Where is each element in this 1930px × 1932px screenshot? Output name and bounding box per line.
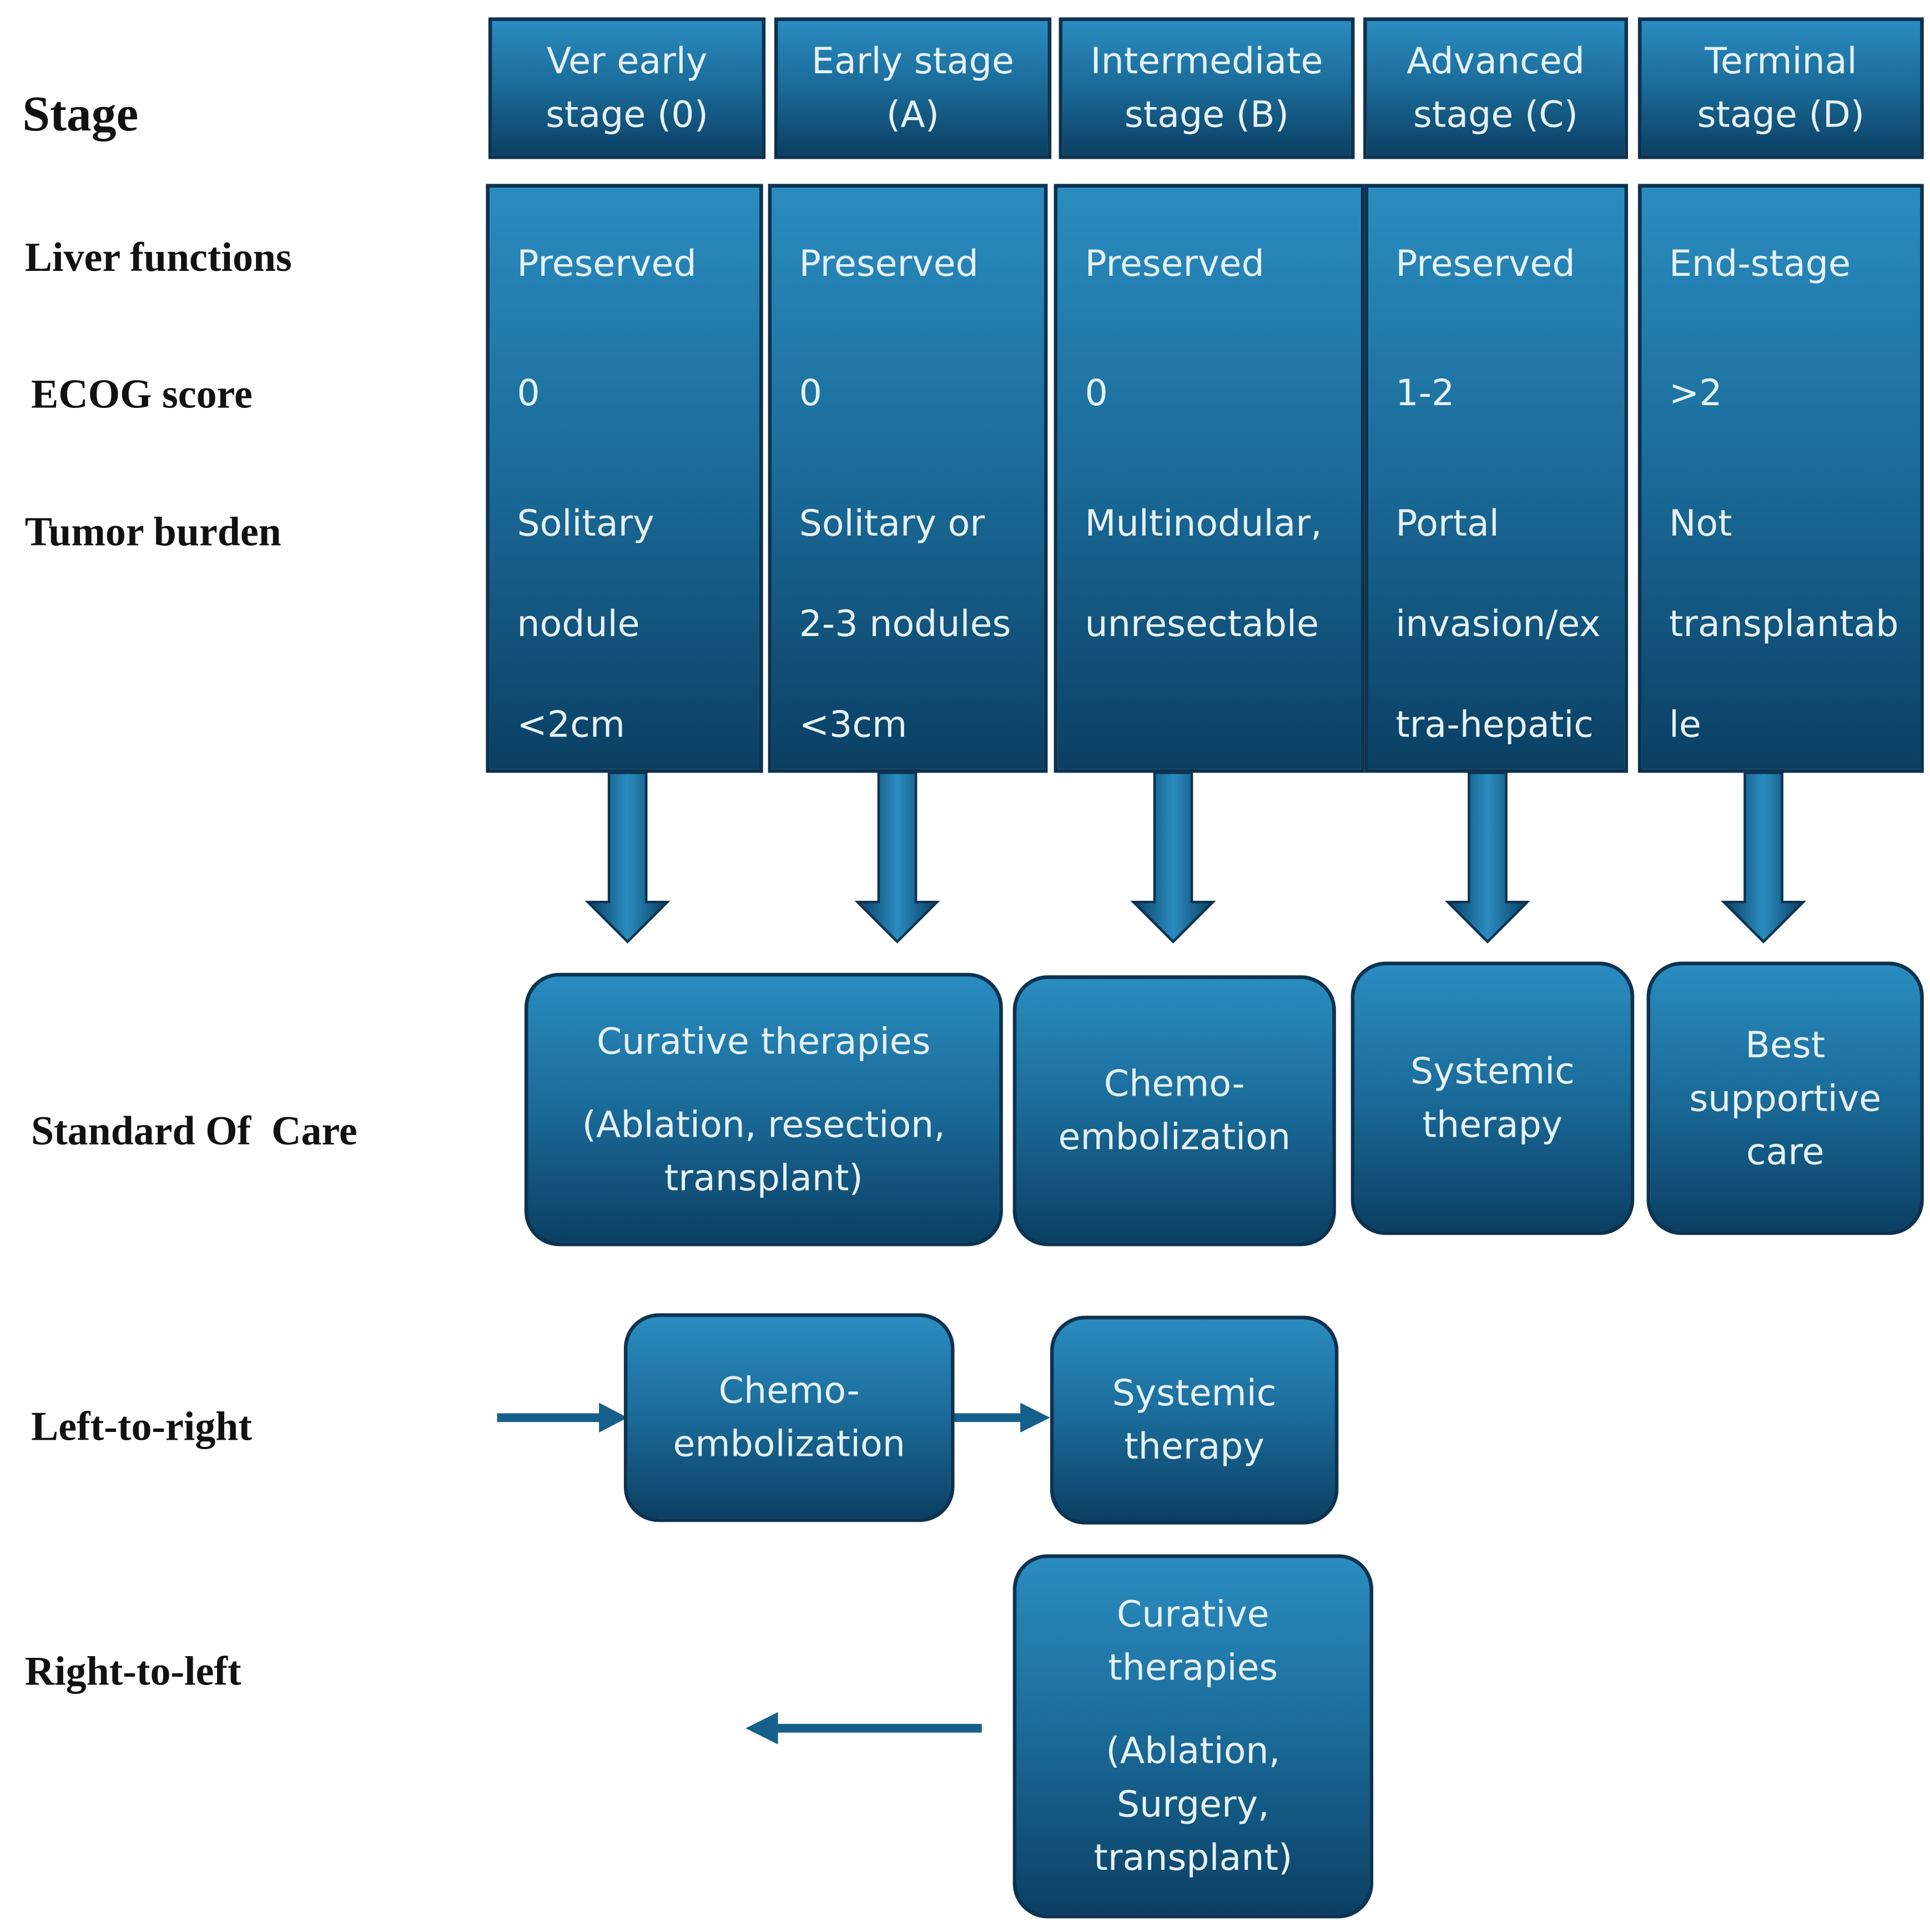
stage-header-a: Early stage (A) (774, 17, 1052, 159)
tumor-burden-line-3: tra-hepatic (1395, 703, 1594, 746)
tumor-burden-line-2: unresectable (1085, 602, 1319, 645)
liver-function-value: End-stage (1669, 242, 1851, 285)
care-best-line-3: care (1746, 1130, 1825, 1173)
liver-function-value: Preserved (1395, 242, 1575, 285)
stage-header-b-line-2: stage (B) (1124, 93, 1289, 136)
down-arrow-c (1444, 771, 1531, 944)
ecog-value: 1-2 (1395, 371, 1455, 414)
ltr-systemic-therapy: Systemic therapy (1050, 1315, 1339, 1525)
care-systemic-line-2: therapy (1422, 1103, 1563, 1146)
tumor-burden-line-3: le (1669, 703, 1701, 746)
liver-function-value: Preserved (517, 242, 697, 285)
tumor-burden-line-3: <2cm (517, 703, 626, 746)
tumor-burden-line-2: nodule (517, 602, 640, 645)
tumor-burden-line-1: Portal (1395, 502, 1499, 544)
stage-header-c-line-1: Advanced (1407, 39, 1585, 82)
care-systemic-line-1: Systemic (1410, 1050, 1575, 1092)
tumor-burden-line-1: Solitary or (799, 502, 985, 544)
row-label-stage: Stage (22, 85, 139, 142)
tumor-burden-line-1: Solitary (517, 502, 654, 544)
ecog-value: >2 (1669, 371, 1722, 414)
tumor-burden-line-3: <3cm (799, 703, 908, 746)
down-arrow-a (854, 771, 940, 944)
left-arrow-exit (745, 1712, 982, 1744)
down-arrow-0 (584, 771, 671, 944)
row-label-left-to-right: Left-to-right (31, 1405, 252, 1450)
stage-header-c-line-2: stage (C) (1413, 93, 1578, 136)
care-chemo-line-2: embolization (1058, 1116, 1291, 1158)
right-arrow-chemo-to-systemic (954, 1403, 1050, 1433)
row-label-tumor-burden: Tumor burden (24, 511, 281, 556)
tumor-burden-line-2: 2-3 nodules (799, 602, 1011, 645)
ecog-value: 0 (517, 371, 540, 414)
criteria-column-c: Preserved 1-2 Portal invasion/ex tra-hep… (1364, 184, 1628, 773)
ecog-value: 0 (1085, 371, 1108, 414)
care-chemoembolization: Chemo- embolization (1012, 975, 1336, 1247)
ltr-systemic-line-2: therapy (1124, 1425, 1264, 1467)
care-systemic-therapy: Systemic therapy (1351, 961, 1635, 1235)
ltr-systemic-line-1: Systemic (1112, 1371, 1277, 1414)
down-arrow-b (1130, 771, 1216, 944)
ltr-chemoembolization: Chemo- embolization (623, 1313, 955, 1522)
row-label-standard-of-care: Standard Of Care (31, 1109, 357, 1154)
liver-function-value: Preserved (1085, 242, 1264, 285)
stage-header-d-line-1: Terminal (1705, 39, 1857, 82)
rtl-curative-detail-1: (Ablation, (1106, 1729, 1281, 1772)
stage-header-0: Ver early stage (0) (488, 17, 766, 159)
rtl-curative-detail-2: Surgery, (1116, 1783, 1269, 1825)
down-arrow-d (1720, 771, 1807, 944)
stage-header-0-line-2: stage (0) (546, 93, 708, 136)
stage-header-d: Terminal stage (D) (1637, 17, 1924, 159)
care-chemo-line-1: Chemo- (1103, 1062, 1245, 1105)
ltr-chemo-line-1: Chemo- (718, 1369, 860, 1412)
stage-header-b: Intermediate stage (B) (1059, 17, 1355, 159)
care-best-line-1: Best (1745, 1023, 1826, 1066)
stage-header-a-line-2: (A) (886, 93, 940, 136)
tumor-burden-line-2: invasion/ex (1395, 602, 1601, 645)
rtl-curative-detail-3: transplant) (1094, 1836, 1293, 1879)
criteria-column-a: Preserved 0 Solitary or 2-3 nodules <3cm (768, 184, 1048, 773)
criteria-column-d: End-stage >2 Not transplantab le (1637, 184, 1924, 773)
criteria-column-0: Preserved 0 Solitary nodule <2cm (486, 184, 763, 773)
stage-header-b-line-1: Intermediate (1090, 39, 1323, 82)
tumor-burden-line-2: transplantab (1669, 602, 1899, 645)
ecog-value: 0 (799, 371, 822, 414)
care-best-supportive: Best supportive care (1646, 961, 1924, 1235)
rtl-curative-title-2: therapies (1108, 1646, 1278, 1689)
care-curative-title: Curative therapies (597, 1019, 931, 1062)
stage-header-c: Advanced stage (C) (1363, 17, 1628, 159)
stage-header-a-line-1: Early stage (812, 39, 1014, 82)
row-label-ecog-score: ECOG score (31, 372, 253, 418)
stage-header-d-line-2: stage (D) (1697, 93, 1865, 136)
tumor-burden-line-1: Multinodular, (1085, 502, 1322, 544)
liver-function-value: Preserved (799, 242, 979, 285)
care-curative-detail-1: (Ablation, resection, (582, 1102, 945, 1145)
row-label-right-to-left: Right-to-left (24, 1649, 241, 1695)
rtl-curative-title-1: Curative (1116, 1592, 1269, 1635)
right-arrow-entry (497, 1403, 628, 1433)
row-label-liver-functions: Liver functions (24, 236, 292, 281)
care-curative-therapies: Curative therapies (Ablation, resection,… (524, 972, 1003, 1247)
criteria-column-b: Preserved 0 Multinodular, unresectable (1054, 184, 1365, 773)
tumor-burden-line-1: Not (1669, 502, 1732, 544)
ltr-chemo-line-2: embolization (673, 1422, 905, 1465)
stage-header-0-line-1: Ver early (546, 39, 708, 82)
rtl-curative-therapies: Curative therapies (Ablation, Surgery, t… (1012, 1554, 1373, 1919)
care-best-line-2: supportive (1689, 1076, 1882, 1119)
care-curative-detail-2: transplant) (664, 1156, 863, 1199)
